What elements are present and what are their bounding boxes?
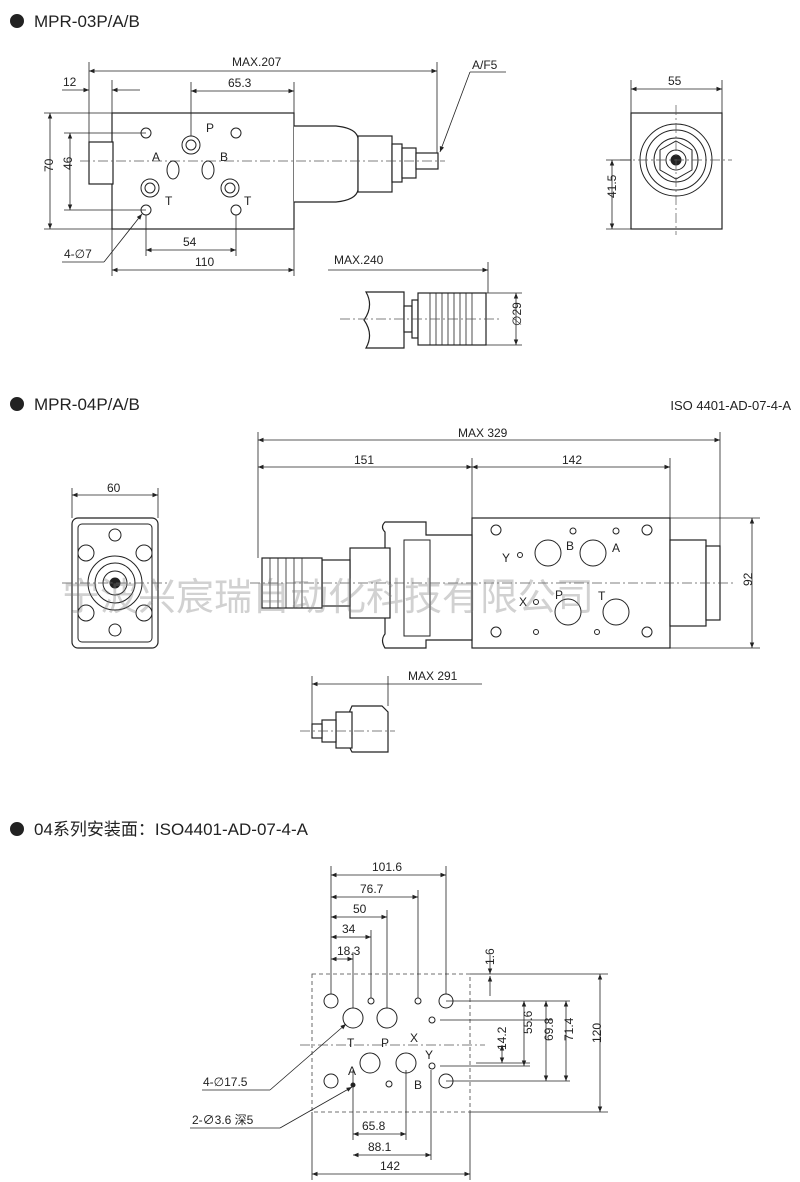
dim-max291: MAX 291	[408, 669, 458, 683]
dim-holes-4x17-5: 4-∅17.5	[203, 1075, 248, 1089]
dim-65-3: 65.3	[228, 76, 252, 90]
bullet-icon	[10, 822, 24, 836]
dim-142: 142	[562, 453, 582, 467]
section-title: MPR-03P/A/B	[34, 12, 140, 31]
port-a-label: A	[612, 541, 620, 555]
port-a-label: A	[348, 1064, 356, 1078]
dim-34: 34	[342, 922, 356, 936]
dim-69-8: 69.8	[542, 1017, 556, 1041]
port-p-label: P	[555, 588, 563, 602]
surface-bottom-dimensions: 65.8 88.1 142	[311, 1070, 471, 1180]
port-x-label: X	[519, 595, 527, 609]
port-p-label: P	[381, 1036, 389, 1050]
dim-46: 46	[61, 156, 75, 170]
port-b-label: B	[566, 539, 574, 553]
dim-41-5: 41.5	[605, 174, 619, 198]
surface-outline: T P X A B Y	[300, 973, 485, 1113]
mpr03-side-view: 55 41.5	[605, 74, 732, 235]
surface-right-dimensions: 1.6 14.2 55.6 69.8 71.4 120	[440, 948, 608, 1113]
dim-55-6: 55.6	[521, 1010, 535, 1034]
mpr03-front-view: P A B T T	[80, 112, 445, 230]
dim-120: 120	[590, 1023, 604, 1043]
dim-holes-4x7: 4-∅7	[64, 247, 92, 261]
dim-101-6: 101.6	[372, 860, 402, 874]
port-x-label: X	[410, 1031, 418, 1045]
dim-max207: MAX.207	[232, 55, 282, 69]
iso-standard: ISO 4401-AD-07-4-A	[670, 398, 791, 413]
dim-65-8: 65.8	[362, 1119, 386, 1133]
dim-18-3: 18.3	[337, 944, 361, 958]
surface-leaders: 4-∅17.5 2-∅3.6 深5	[190, 1023, 353, 1129]
port-t-label: T	[598, 589, 606, 603]
dim-92: 92	[741, 572, 755, 586]
dim-55: 55	[668, 74, 682, 88]
mpr04-end-view: 60	[62, 481, 168, 649]
mpr04-front-view: Y B A X P T	[250, 517, 735, 649]
port-y-label: Y	[502, 551, 510, 565]
dim-54: 54	[183, 235, 197, 249]
dim-af5: A/F5	[472, 58, 498, 72]
section-mpr04: MPR-04P/A/B ISO 4401-AD-07-4-A 60	[10, 395, 791, 753]
mpr04-knob-detail: MAX 291	[300, 669, 482, 753]
port-y-label: Y	[425, 1048, 433, 1062]
dim-50: 50	[353, 902, 367, 916]
dim-60: 60	[107, 481, 121, 495]
dim-14-2: 14.2	[495, 1026, 509, 1050]
port-t-label: T	[347, 1036, 355, 1050]
dim-70: 70	[42, 158, 56, 172]
port-b-label: B	[220, 150, 228, 164]
port-p-label: P	[206, 121, 214, 135]
port-t-label: T	[165, 194, 173, 208]
dim-76-7: 76.7	[360, 882, 384, 896]
dim-142: 142	[380, 1159, 400, 1173]
watermark-text: 宁波兴宸瑞自动化科技有限公司	[62, 575, 594, 619]
dim-pins-2x3-6: 2-∅3.6 深5	[192, 1113, 254, 1127]
mpr03-knob-detail: MAX.240 ∅29	[328, 253, 524, 349]
dim-1-6: 1.6	[483, 948, 497, 965]
bullet-icon	[10, 14, 24, 28]
dim-dia29: ∅29	[510, 302, 524, 326]
section-title: MPR-04P/A/B	[34, 395, 140, 414]
section-mounting-surface: 04系列安装面：ISO4401-AD-07-4-A T P X A B Y	[10, 820, 608, 1180]
surface-top-dimensions: 101.6 76.7 50 34 18.3	[330, 860, 447, 1008]
dim-110: 110	[195, 255, 214, 269]
port-b-label: B	[414, 1078, 422, 1092]
dim-71-4: 71.4	[562, 1017, 576, 1041]
dim-151: 151	[354, 453, 374, 467]
dim-max329: MAX 329	[458, 426, 508, 440]
dim-88-1: 88.1	[368, 1140, 392, 1154]
dim-max240: MAX.240	[334, 253, 384, 267]
section-mpr03: MPR-03P/A/B P A B T T	[10, 12, 732, 349]
port-t-label: T	[244, 194, 252, 208]
mpr03-dimensions: MAX.207 A/F5 12 65.3 70 46 54	[42, 55, 506, 276]
port-a-label: A	[152, 150, 160, 164]
section-title: 04系列安装面：ISO4401-AD-07-4-A	[34, 820, 309, 839]
mpr04-dimensions: MAX 329 151 142 92	[257, 426, 760, 649]
bullet-icon	[10, 397, 24, 411]
dim-12: 12	[63, 75, 77, 89]
